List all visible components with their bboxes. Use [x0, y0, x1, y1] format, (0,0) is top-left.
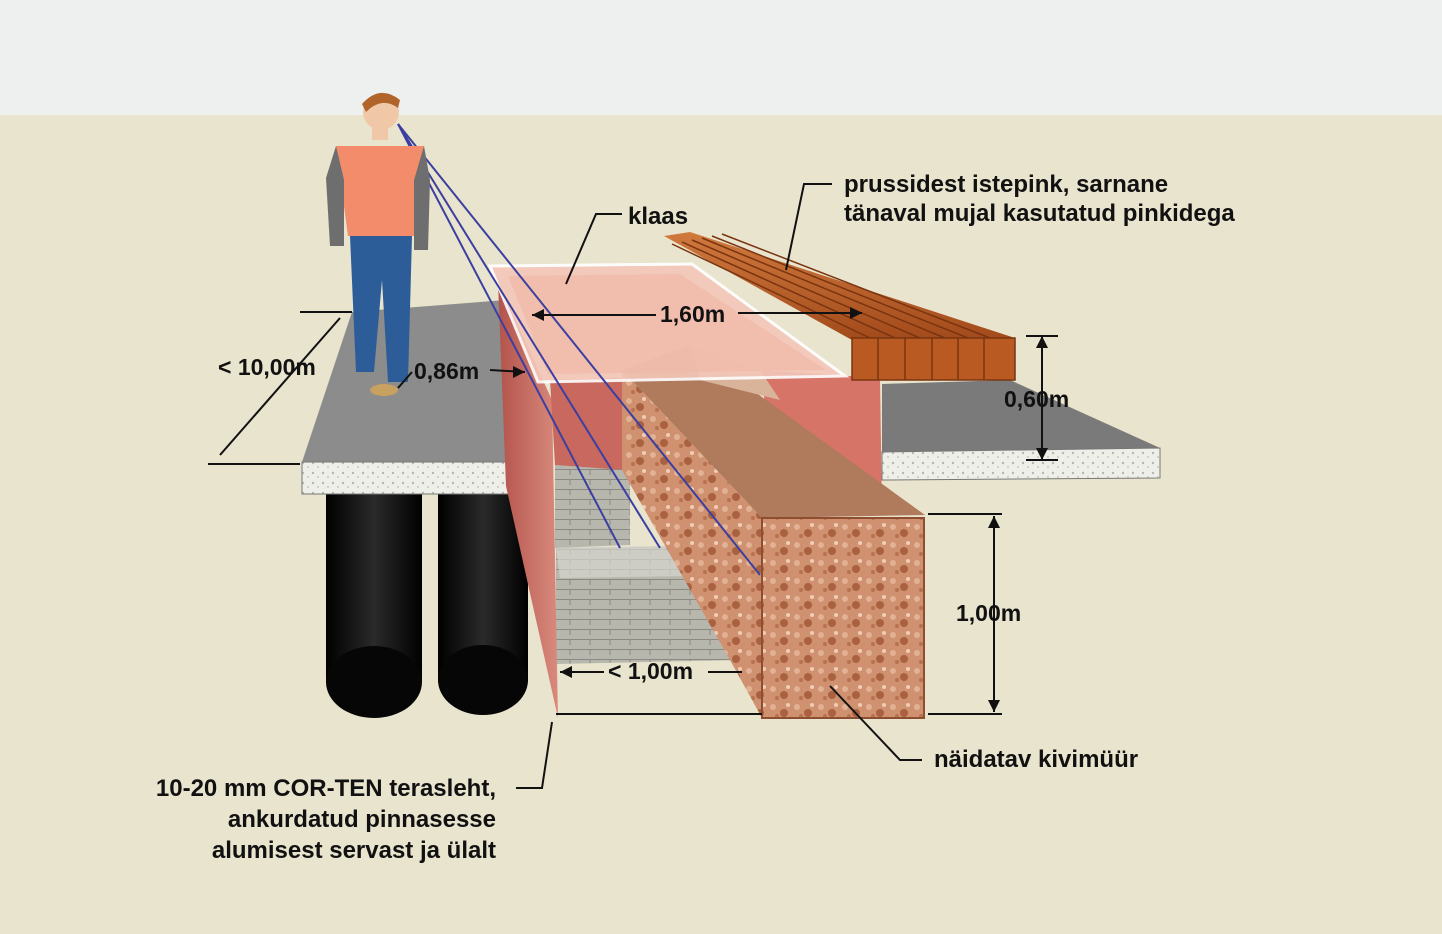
steel-label-line3: alumisest servast ja ülalt: [211, 837, 496, 864]
dimension-arrowheads: [513, 307, 1048, 712]
person-figure: [326, 92, 430, 396]
bench-label-line1: prussidest istepink, sarnane: [844, 171, 1169, 198]
steel-label-line2: ankurdatud pinnasesse: [227, 806, 496, 833]
right-sidewalk: [881, 380, 1161, 481]
walkway-dimension: 0,86m: [414, 358, 480, 384]
sky-background: [0, 0, 1442, 115]
steel-label-line1: 10-20 mm COR-TEN terasleht,: [155, 775, 496, 802]
drain-pipes: [326, 492, 528, 718]
wall-height-dimension: 1,00m: [956, 600, 1022, 626]
wall-label: näidatav kivimüür: [934, 746, 1139, 773]
street-width-dimension: < 10,00m: [218, 354, 316, 380]
bench-label-line2: tänaval mujal kasutatud pinkidega: [844, 200, 1235, 227]
trench-width-dimension: < 1,00m: [608, 658, 694, 684]
bench: [664, 232, 1016, 381]
glass-panel: [487, 262, 850, 384]
glass-label: klaas: [628, 203, 689, 230]
stone-wall: [622, 345, 925, 719]
glass-length-dimension: 1,60m: [660, 301, 726, 327]
sight-lines: [397, 123, 761, 576]
bench-height-dimension: 0,60m: [1004, 386, 1070, 412]
dimension-lines: [208, 183, 1058, 789]
